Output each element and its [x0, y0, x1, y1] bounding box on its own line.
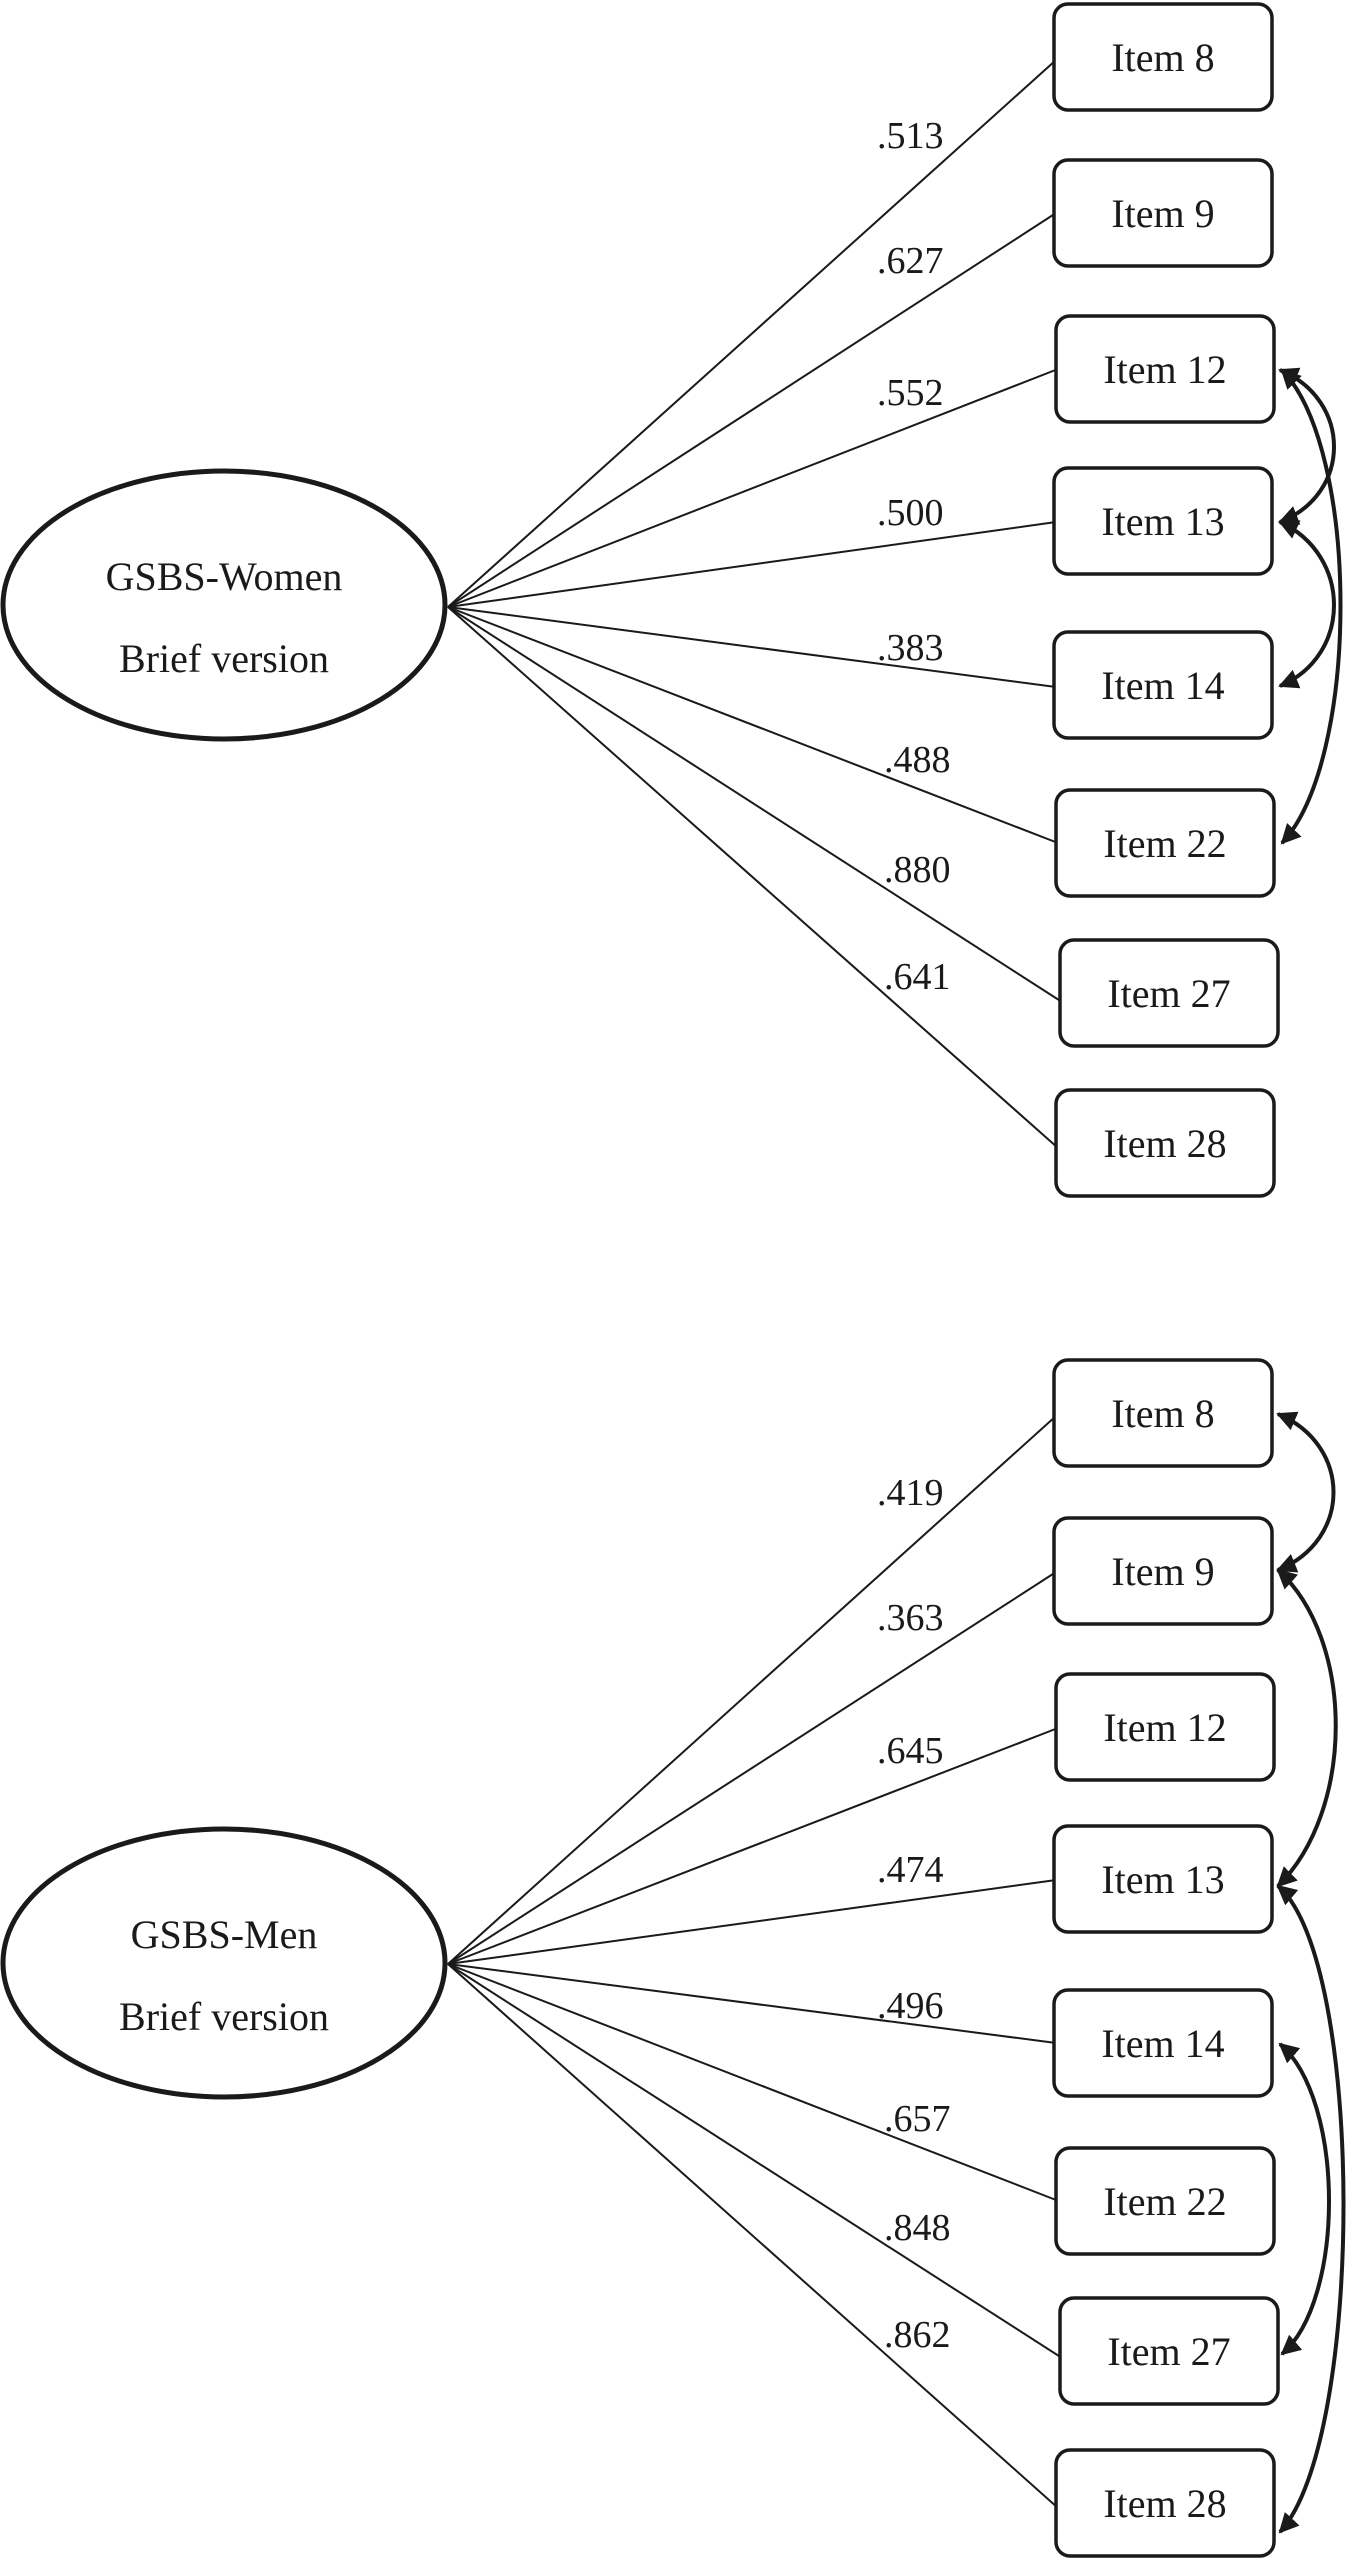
women-factor-title: GSBS-Women [106, 554, 343, 599]
women-item-28-label: Item 28 [1103, 1121, 1226, 1166]
path-women-item-22 [447, 606, 1059, 844]
path-women-item-14 [447, 606, 1057, 688]
loading-women-item-27: .880 [884, 849, 951, 891]
women-covariances [1278, 367, 1343, 845]
women-item-13: Item 13 [1052, 466, 1274, 576]
men-item-12: Item 12 [1054, 1672, 1276, 1782]
cov-men-14-27 [1278, 2042, 1331, 2356]
women-loadings: .513 .627 .552 .500 .383 .488 .880 .641 [877, 115, 951, 998]
women-factor-subtitle: Brief version [119, 636, 329, 681]
men-item-12-label: Item 12 [1103, 1705, 1226, 1750]
men-item-28: Item 28 [1054, 2448, 1276, 2558]
path-women-item-27 [447, 606, 1063, 1003]
cov-men-8-9 [1276, 1411, 1336, 1573]
men-item-22: Item 22 [1054, 2146, 1276, 2256]
loading-men-item-13: .474 [877, 1849, 944, 1891]
men-item-28-label: Item 28 [1103, 2481, 1226, 2526]
loading-men-item-9: .363 [877, 1597, 944, 1639]
loading-men-item-27: .848 [884, 2207, 951, 2249]
women-loading-paths [447, 59, 1063, 1149]
loading-women-item-9: .627 [877, 240, 944, 282]
loading-women-item-12: .552 [877, 372, 944, 414]
path-men-item-12 [447, 1727, 1059, 1965]
loading-women-item-22: .488 [884, 739, 951, 781]
loading-men-item-12: .645 [877, 1730, 944, 1772]
men-factor-subtitle: Brief version [119, 1994, 329, 2039]
path-women-item-13 [447, 521, 1057, 608]
men-factor: GSBS-Men Brief version [0, 1826, 448, 2100]
men-items: Item 8 Item 9 Item 12 Item 13 Item 14 It… [1052, 1358, 1280, 2558]
men-item-14: Item 14 [1052, 1988, 1274, 2098]
women-item-27-label: Item 27 [1107, 971, 1230, 1016]
women-factor: GSBS-Women Brief version [0, 468, 448, 742]
women-items: Item 8 Item 9 Item 12 Item 13 Item 14 It… [1052, 2, 1280, 1198]
women-model: GSBS-Women Brief version .513 .627 .552 … [0, 2, 1343, 1198]
cov-women-12-22 [1280, 368, 1343, 845]
path-men-item-27 [447, 1963, 1063, 2359]
loading-men-item-28: .862 [884, 2314, 951, 2356]
women-item-27: Item 27 [1058, 938, 1280, 1048]
loading-women-item-14: .383 [877, 627, 944, 669]
women-item-14: Item 14 [1052, 630, 1274, 740]
men-item-8: Item 8 [1052, 1358, 1274, 1468]
loading-women-item-28: .641 [884, 956, 951, 998]
path-men-item-14 [447, 1963, 1057, 2044]
men-item-22-label: Item 22 [1103, 2179, 1226, 2224]
loading-women-item-8: .513 [877, 115, 944, 157]
loading-men-item-14: .496 [877, 1985, 944, 2027]
women-item-9: Item 9 [1052, 158, 1274, 268]
women-item-9-label: Item 9 [1111, 191, 1214, 236]
cov-men-9-13 [1276, 1568, 1338, 1888]
men-item-13-label: Item 13 [1101, 1857, 1224, 1902]
men-factor-ellipse [0, 1826, 448, 2100]
path-men-item-13 [447, 1879, 1057, 1965]
path-women-item-28 [447, 606, 1059, 1149]
path-men-item-9 [447, 1571, 1057, 1965]
men-item-14-label: Item 14 [1101, 2021, 1224, 2066]
loading-men-item-8: .419 [877, 1472, 944, 1514]
men-item-8-label: Item 8 [1111, 1391, 1214, 1436]
path-women-item-12 [447, 368, 1059, 608]
men-item-9-label: Item 9 [1111, 1549, 1214, 1594]
men-factor-title: GSBS-Men [131, 1912, 318, 1957]
cov-women-13-14 [1278, 520, 1336, 689]
path-women-item-8 [447, 59, 1057, 608]
women-item-28: Item 28 [1054, 1088, 1276, 1198]
men-loadings: .419 .363 .645 .474 .496 .657 .848 .862 [877, 1472, 951, 2356]
men-loading-paths [447, 1415, 1063, 2509]
women-item-22-label: Item 22 [1103, 821, 1226, 866]
women-item-8-label: Item 8 [1111, 35, 1214, 80]
men-model: GSBS-Men Brief version .419 .363 .645 .4… [0, 1358, 1346, 2558]
path-women-item-9 [447, 212, 1057, 608]
women-item-12: Item 12 [1054, 314, 1276, 424]
women-item-13-label: Item 13 [1101, 499, 1224, 544]
path-men-item-22 [447, 1963, 1057, 2201]
women-item-8: Item 8 [1052, 2, 1274, 112]
loading-women-item-13: .500 [877, 492, 944, 534]
women-item-12-label: Item 12 [1103, 347, 1226, 392]
women-item-14-label: Item 14 [1101, 663, 1224, 708]
men-item-27-label: Item 27 [1107, 2329, 1230, 2374]
women-factor-ellipse [0, 468, 448, 742]
path-men-item-28 [447, 1963, 1059, 2509]
cov-women-12-13 [1278, 367, 1336, 525]
men-covariances [1276, 1411, 1346, 2534]
cov-men-13-28 [1276, 1884, 1346, 2534]
path-men-item-8 [447, 1415, 1057, 1965]
men-item-13: Item 13 [1052, 1824, 1274, 1934]
men-item-9: Item 9 [1052, 1516, 1274, 1626]
loading-men-item-22: .657 [884, 2098, 951, 2140]
men-item-27: Item 27 [1058, 2296, 1280, 2406]
women-item-22: Item 22 [1054, 788, 1276, 898]
